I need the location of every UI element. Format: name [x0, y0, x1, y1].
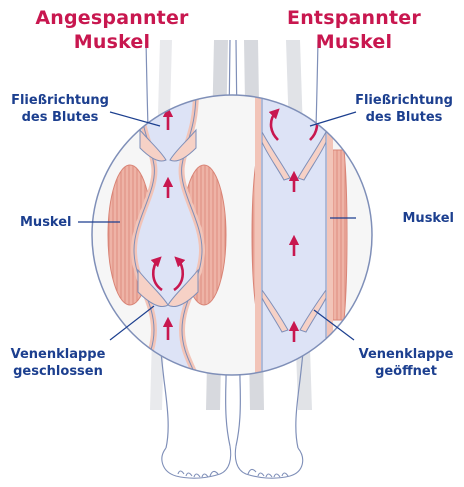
title-left-line1: Angespannter — [22, 6, 202, 30]
label-valve-closed: Venenklappe geschlossen — [2, 346, 114, 380]
label-muscle-right: Muskel — [380, 210, 454, 227]
title-relaxed-muscle: Entspannter Muskel — [264, 6, 444, 54]
label-flow-direction-left: Fließrichtung des Blutes — [4, 92, 116, 126]
feet — [162, 446, 303, 478]
title-right-line2: Muskel — [264, 30, 444, 54]
label-flow-right-line1: Fließrichtung — [348, 92, 460, 109]
label-flow-left-line2: des Blutes — [4, 109, 116, 126]
title-right-line1: Entspannter — [264, 6, 444, 30]
magnified-circle — [90, 90, 380, 380]
label-flow-direction-right: Fließrichtung des Blutes — [348, 92, 460, 126]
label-valve-open: Venenklappe geöffnet — [350, 346, 462, 380]
label-flow-right-line2: des Blutes — [348, 109, 460, 126]
label-valve-left-line2: geschlossen — [2, 363, 114, 380]
title-tensed-muscle: Angespannter Muskel — [22, 6, 202, 54]
label-flow-left-line1: Fließrichtung — [4, 92, 116, 109]
label-valve-right-line2: geöffnet — [350, 363, 462, 380]
label-valve-left-line1: Venenklappe — [2, 346, 114, 363]
label-muscle-left: Muskel — [20, 214, 72, 231]
title-left-line2: Muskel — [22, 30, 202, 54]
label-valve-right-line1: Venenklappe — [350, 346, 462, 363]
